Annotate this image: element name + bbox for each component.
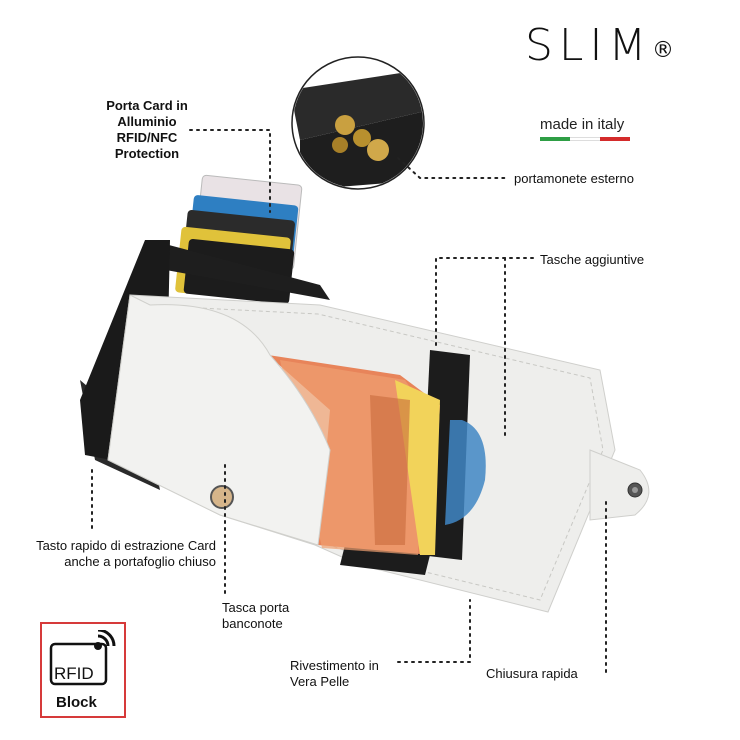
logo-text: SLIM — [525, 20, 653, 71]
callout-line: Vera Pelle — [290, 674, 350, 689]
eject-button-graphic — [210, 485, 234, 509]
callout-quick-close: Chiusura rapida — [486, 666, 578, 682]
brand-logo: SLIM — [525, 20, 652, 71]
block-text: Block — [56, 694, 97, 711]
rfid-block-badge: RFID Block — [40, 622, 126, 718]
callout-line: Protection — [114, 146, 180, 161]
banknote-flap — [107, 294, 331, 546]
callout-coin-purse: portamonete esterno — [514, 171, 634, 187]
callout-line: Tasca porta — [222, 600, 290, 615]
callout-line: Rivestimento in — [290, 658, 379, 673]
callout-line: RFID/NFC — [116, 130, 178, 145]
callout-quick-eject: Tasto rapido di estrazione Card anche a … — [16, 538, 216, 570]
flag-green — [540, 137, 570, 141]
callout-line: anche a portafoglio chiuso — [64, 554, 216, 569]
leader-lines — [91, 129, 607, 673]
callout-extra-pockets: Tasche aggiuntive — [540, 252, 644, 268]
card-in-pocket — [445, 420, 486, 525]
callout-line: banconote — [222, 616, 283, 631]
callout-banknote-pocket: Tasca porta banconote — [222, 600, 289, 632]
registered-mark: ® — [652, 38, 674, 63]
flag-red — [600, 137, 630, 141]
rfid-text: RFID — [54, 664, 94, 683]
italian-flag-stripe — [540, 137, 630, 141]
flag-white — [570, 137, 600, 141]
callout-card-holder: Porta Card in Alluminio RFID/NFC Protect… — [92, 98, 202, 162]
tagline-text: made in italy — [540, 116, 625, 133]
rfid-card-icon — [49, 630, 116, 686]
tagline: made in italy — [540, 116, 624, 134]
callout-text: Tasche aggiuntive — [540, 252, 645, 267]
callout-line: Porta Card in — [106, 98, 188, 113]
coin-purse-inset — [291, 56, 425, 190]
callout-line: Tasto rapido di estrazione Card — [36, 538, 216, 553]
callout-text: portamonete esterno — [514, 171, 634, 186]
registered-mark-text: ® — [652, 38, 674, 63]
callout-leather-cover: Rivestimento in Vera Pelle — [290, 658, 379, 690]
callout-line: Alluminio — [117, 114, 177, 129]
callout-text: Chiusura rapida — [486, 666, 578, 681]
